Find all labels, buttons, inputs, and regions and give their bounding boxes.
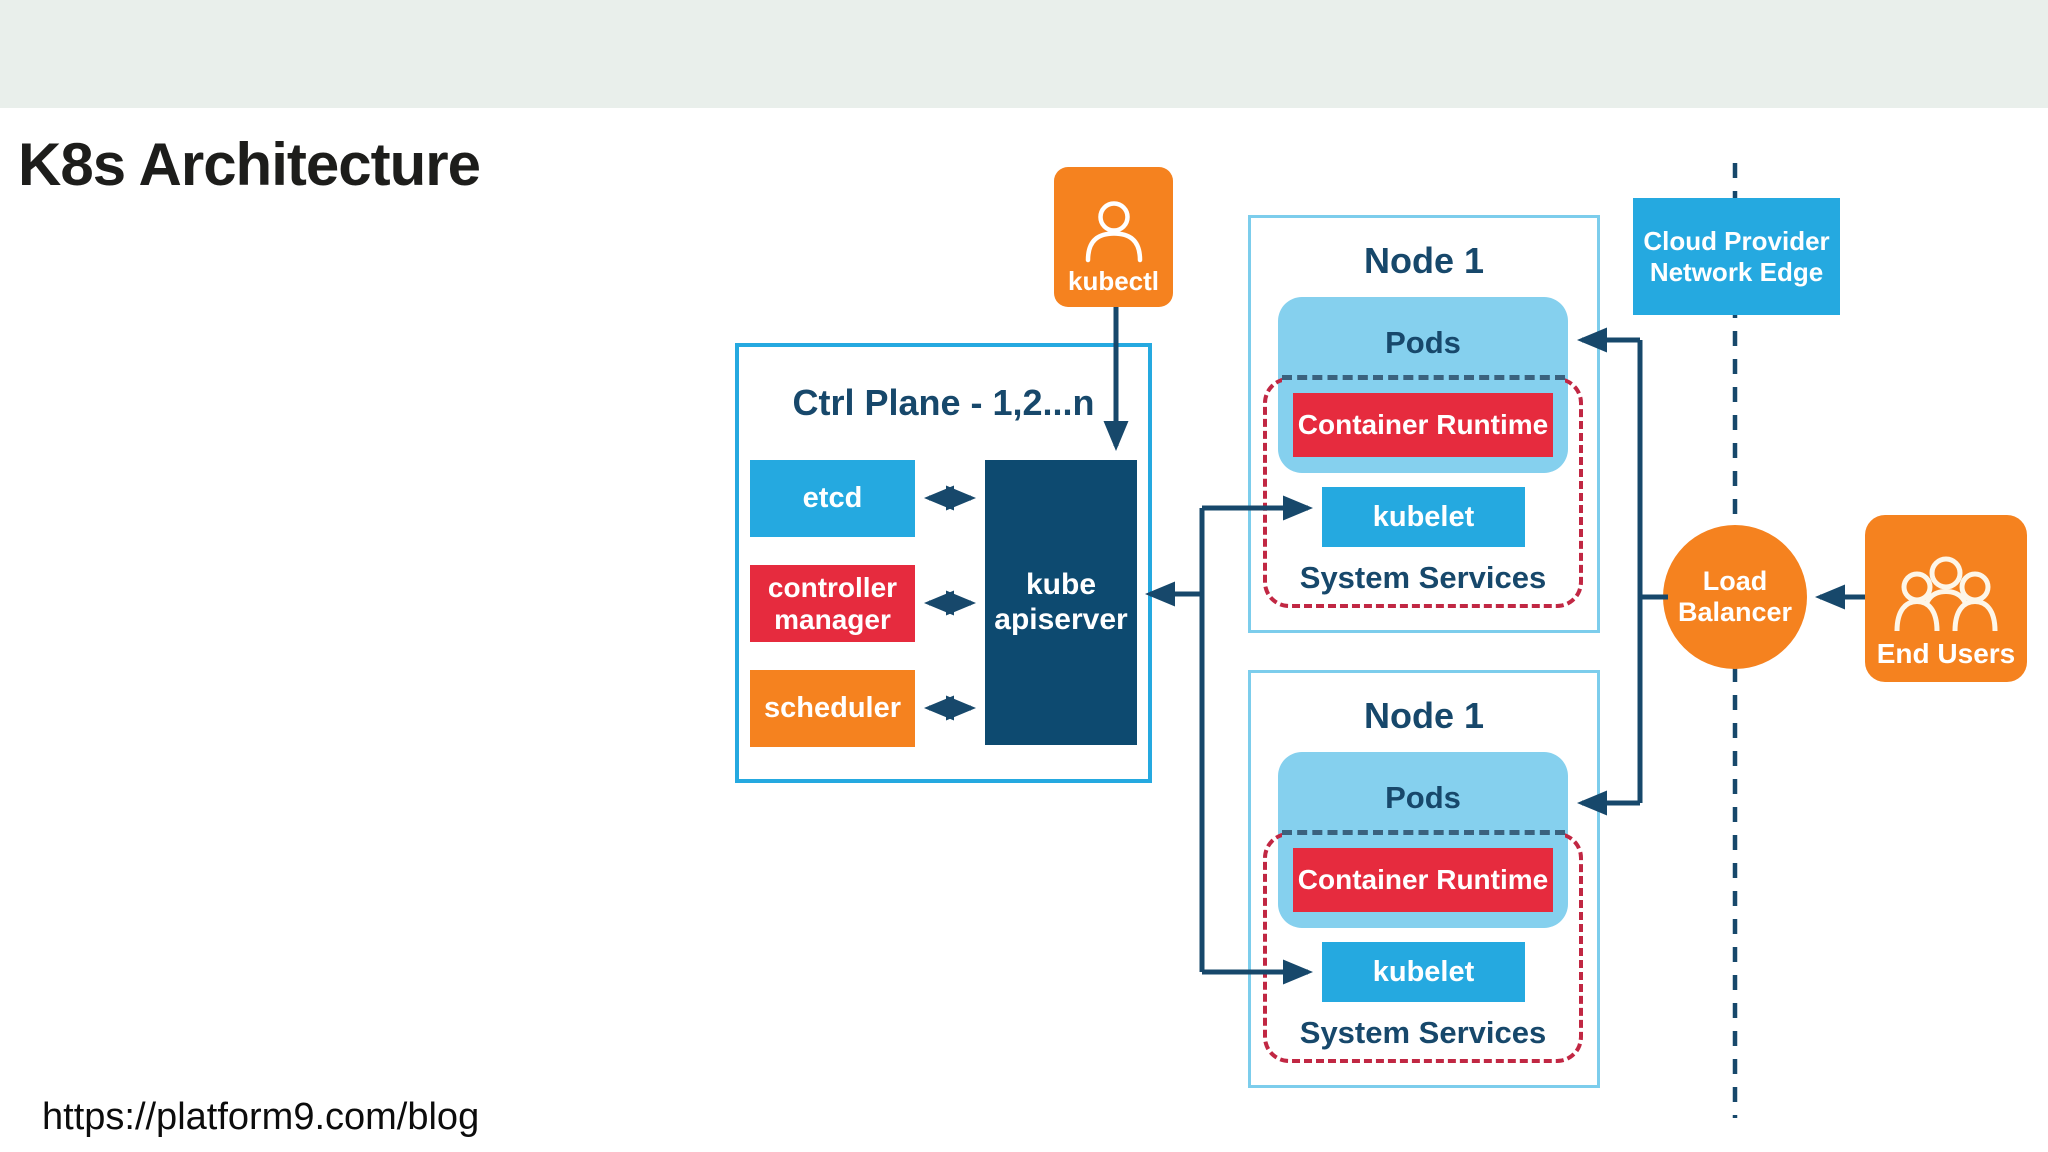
pods-divider-dashed-line (1282, 375, 1565, 384)
pods-label: Pods (1385, 325, 1461, 360)
container-runtime-box: Container Runtime (1293, 848, 1553, 912)
system-services-label: System Services (1299, 560, 1547, 595)
system-services-label: System Services (1299, 1015, 1547, 1050)
node-box-2: Node 1 Pods Container Runtime kubelet Sy… (1248, 670, 1600, 1088)
kubectl-box: kubectl (1054, 167, 1173, 307)
kubelet-box: kubelet (1322, 487, 1525, 547)
user-icon (1085, 201, 1142, 263)
cloud-provider-network-edge-box: Cloud Provider Network Edge (1633, 198, 1840, 315)
source-url: https://platform9.com/blog (42, 1096, 480, 1138)
page-title: K8s Architecture (18, 131, 481, 198)
scheduler-box: scheduler (750, 670, 915, 747)
end-users-box: End Users (1865, 515, 2027, 682)
kubectl-label: kubectl (1067, 266, 1160, 296)
pods-label: Pods (1385, 780, 1461, 815)
controller-manager-box: controller manager (750, 565, 915, 642)
kubelet-box: kubelet (1322, 942, 1525, 1002)
node-title: Node 1 (1363, 695, 1485, 736)
node-box-1: Node 1 Pods Container Runtime kubelet Sy… (1248, 215, 1600, 633)
pods-divider-dashed-line (1282, 830, 1565, 839)
etcd-box: etcd (750, 460, 915, 537)
header-bar (0, 0, 2048, 108)
control-plane-title: Ctrl Plane - 1,2...n (792, 382, 1095, 423)
container-runtime-box: Container Runtime (1293, 393, 1553, 457)
users-icon (1894, 556, 1998, 632)
kube-apiserver-box: kube apiserver (985, 460, 1137, 745)
load-balancer-circle: Load Balancer (1663, 525, 1807, 669)
end-users-label: End Users (1876, 638, 2016, 669)
node-title: Node 1 (1363, 240, 1485, 281)
